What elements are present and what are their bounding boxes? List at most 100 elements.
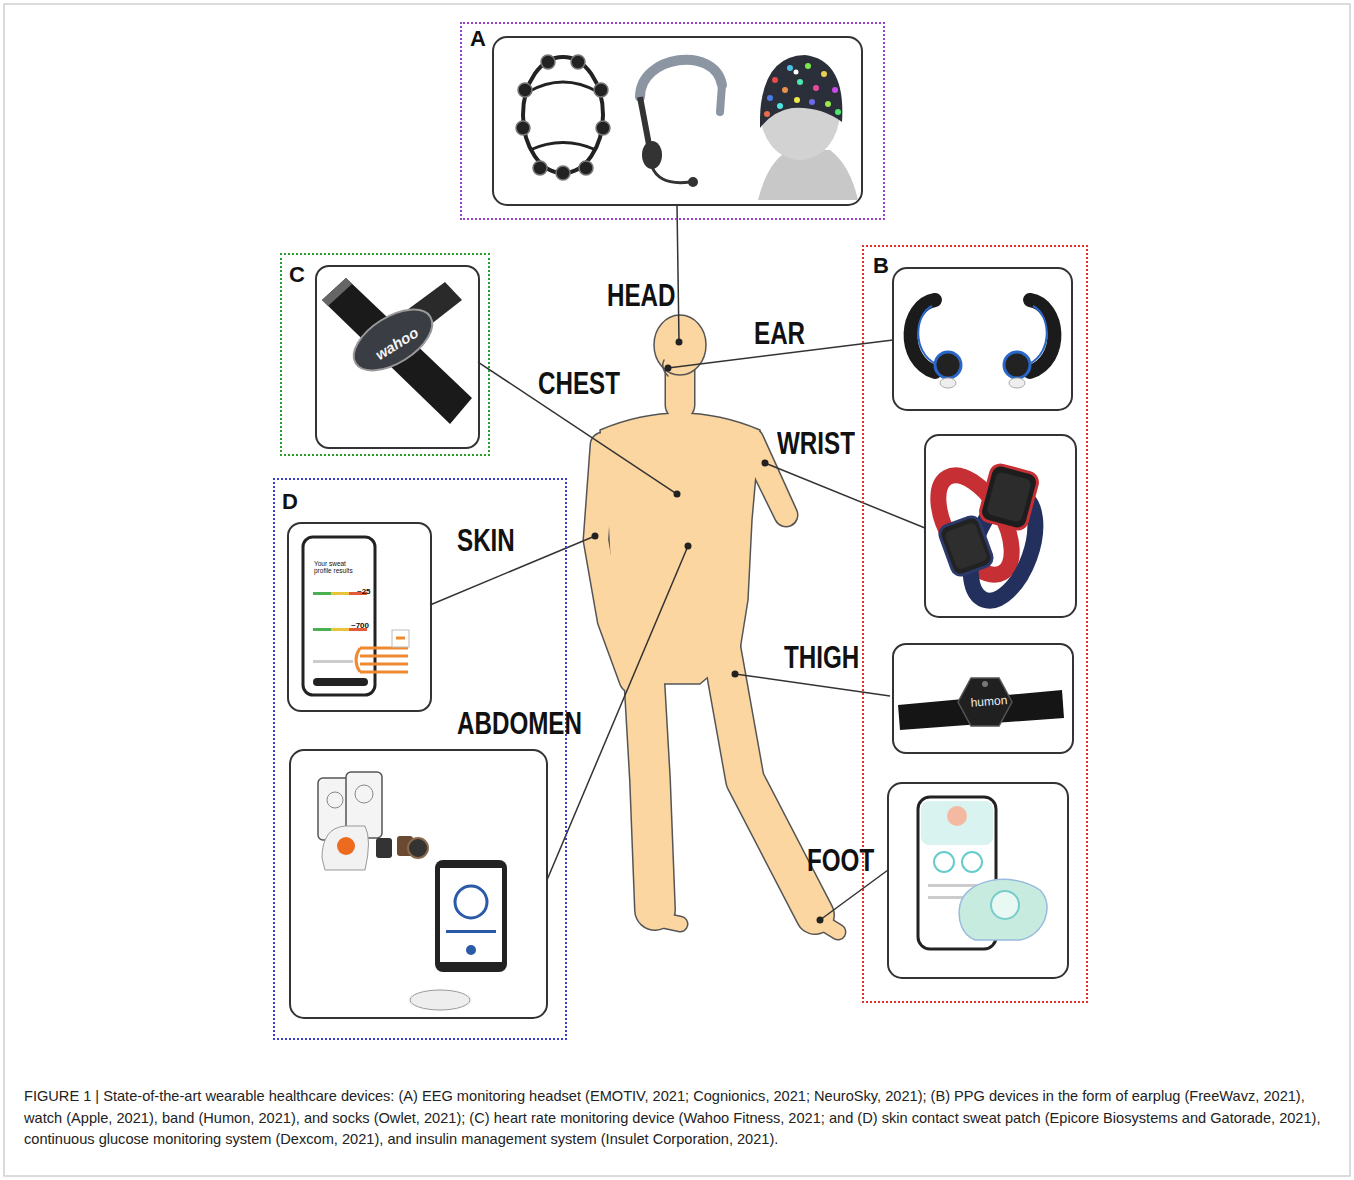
sweat-patch-illustration-part (313, 678, 368, 686)
leader-lines-part (765, 463, 925, 528)
earplug-illustration-part (1009, 378, 1025, 388)
glucose-insulin-illustration-part (322, 826, 369, 870)
body-location-label: EAR (754, 318, 805, 349)
eeg-headsets-part-part (541, 55, 555, 69)
image-frames-part (893, 268, 1072, 410)
chest-strap-illustration-part (343, 297, 442, 383)
glucose-insulin-illustration-part (440, 868, 502, 962)
image-frames-part (888, 783, 1068, 978)
panel-box: A (460, 22, 885, 220)
image-frames-part (925, 435, 1076, 617)
watch-illustration-part (978, 463, 1039, 531)
watch-illustration (923, 463, 1048, 609)
earplug-illustration-part (940, 378, 956, 388)
screen-text: Your sweat profile results (314, 560, 360, 574)
glucose-insulin-illustration-part (376, 838, 392, 858)
sweat-patch-illustration-part (360, 648, 408, 672)
earplug-illustration-part (1004, 352, 1030, 378)
eeg-headsets-part (640, 60, 722, 97)
eeg-headsets-part-part (556, 166, 570, 180)
sweat-patch-illustration-part (392, 630, 409, 647)
panel-box: Bhumon (862, 245, 1088, 1003)
leader-lines-part (820, 870, 888, 920)
eeg-headsets-part (764, 63, 841, 117)
sock-illustration-part (959, 879, 1047, 940)
figure-frame (4, 4, 1350, 1176)
sweat-patch-illustration-part (313, 592, 331, 595)
panel-letter: A (470, 27, 486, 51)
eeg-headsets-part (528, 82, 598, 92)
body-location-label: CHEST (538, 368, 620, 399)
body-location-label: FOOT (807, 845, 874, 876)
watch-illustration-part (944, 522, 988, 571)
eeg-headsets-part-part (594, 83, 608, 97)
leader-lines-part (735, 674, 890, 696)
chest-strap-illustration-part (322, 278, 472, 424)
eeg-headsets-part-part (794, 70, 799, 75)
eeg-headsets-part-part (579, 161, 593, 175)
earplug-illustration-part (911, 300, 935, 372)
body-point-dots-part (732, 671, 739, 678)
eeg-headsets-part-part (813, 85, 819, 91)
sock-illustration-part (947, 806, 967, 826)
leader-lines (430, 205, 925, 920)
sweat-patch-illustration-part (313, 628, 331, 631)
chest-strap-illustration-part (322, 278, 352, 306)
brand-logo-text: humon (970, 694, 1008, 710)
eeg-headsets-part (760, 55, 842, 128)
brand-logo-text: wahoo (372, 324, 421, 363)
eeg-headsets-part (642, 141, 662, 169)
panel-letter: D (282, 490, 298, 514)
band-illustration-part (958, 678, 1012, 726)
human-figure-part-part (642, 640, 655, 910)
sock-illustration (918, 797, 1047, 949)
eeg-headsets-part (688, 177, 698, 187)
body-location-label: WRIST (777, 428, 855, 459)
glucose-insulin-illustration-part (446, 930, 496, 933)
earplug-illustration-part (1030, 300, 1054, 372)
sweat-patch-illustration-part (313, 660, 353, 663)
body-point-dots (592, 339, 824, 924)
image-frames-part (290, 750, 547, 1018)
panel-letter: B (873, 254, 889, 278)
human-figure-part-part (652, 918, 680, 924)
eeg-headsets-part-part (794, 97, 800, 103)
sock-illustration-part (934, 852, 954, 872)
body-location-label: THIGH (784, 642, 859, 673)
device-image-box: Your sweat profile results~25~700 (287, 522, 432, 712)
body-point-dots-part (762, 460, 769, 467)
earplug-illustration (911, 300, 1055, 388)
eeg-headsets-part-part (782, 87, 788, 93)
glucose-insulin-illustration-part (327, 792, 343, 808)
glucose-insulin-illustration-part (408, 838, 428, 858)
sweat-patch-illustration-part (356, 648, 360, 672)
panel-box: Cwahoo (280, 253, 490, 456)
body-point-dots-part (665, 365, 672, 372)
eeg-headsets-part-part (533, 161, 547, 175)
eeg-headsets-part-part (518, 83, 532, 97)
watch-illustration-part (937, 514, 994, 577)
panel-letter: C (289, 263, 305, 287)
earplug-illustration-part (935, 352, 961, 378)
eeg-headsets-part-part (764, 111, 770, 117)
image-frames-part (493, 37, 862, 205)
glucose-insulin-illustration (318, 772, 507, 1010)
leader-lines-part (478, 362, 677, 494)
eeg-headsets-part (523, 57, 603, 173)
glucose-insulin-illustration-part (435, 860, 507, 972)
band-illustration (898, 678, 1064, 730)
eeg-headsets-part-part (596, 121, 610, 135)
human-figure-part-part (652, 918, 680, 924)
glucose-insulin-illustration-part (466, 945, 476, 955)
device-image-box: humon (892, 643, 1074, 754)
body-point-dots-part (676, 339, 683, 346)
eeg-headsets-part-part (772, 77, 778, 83)
sweat-patch-illustration-part (396, 637, 405, 640)
glucose-insulin-illustration-part (355, 785, 373, 803)
leader-lines-part (677, 205, 679, 342)
eeg-headsets-part-part (571, 55, 585, 69)
screen-value: ~25 (357, 588, 371, 597)
eeg-headsets-part-part (805, 63, 811, 69)
watch-illustration-part (986, 471, 1032, 523)
